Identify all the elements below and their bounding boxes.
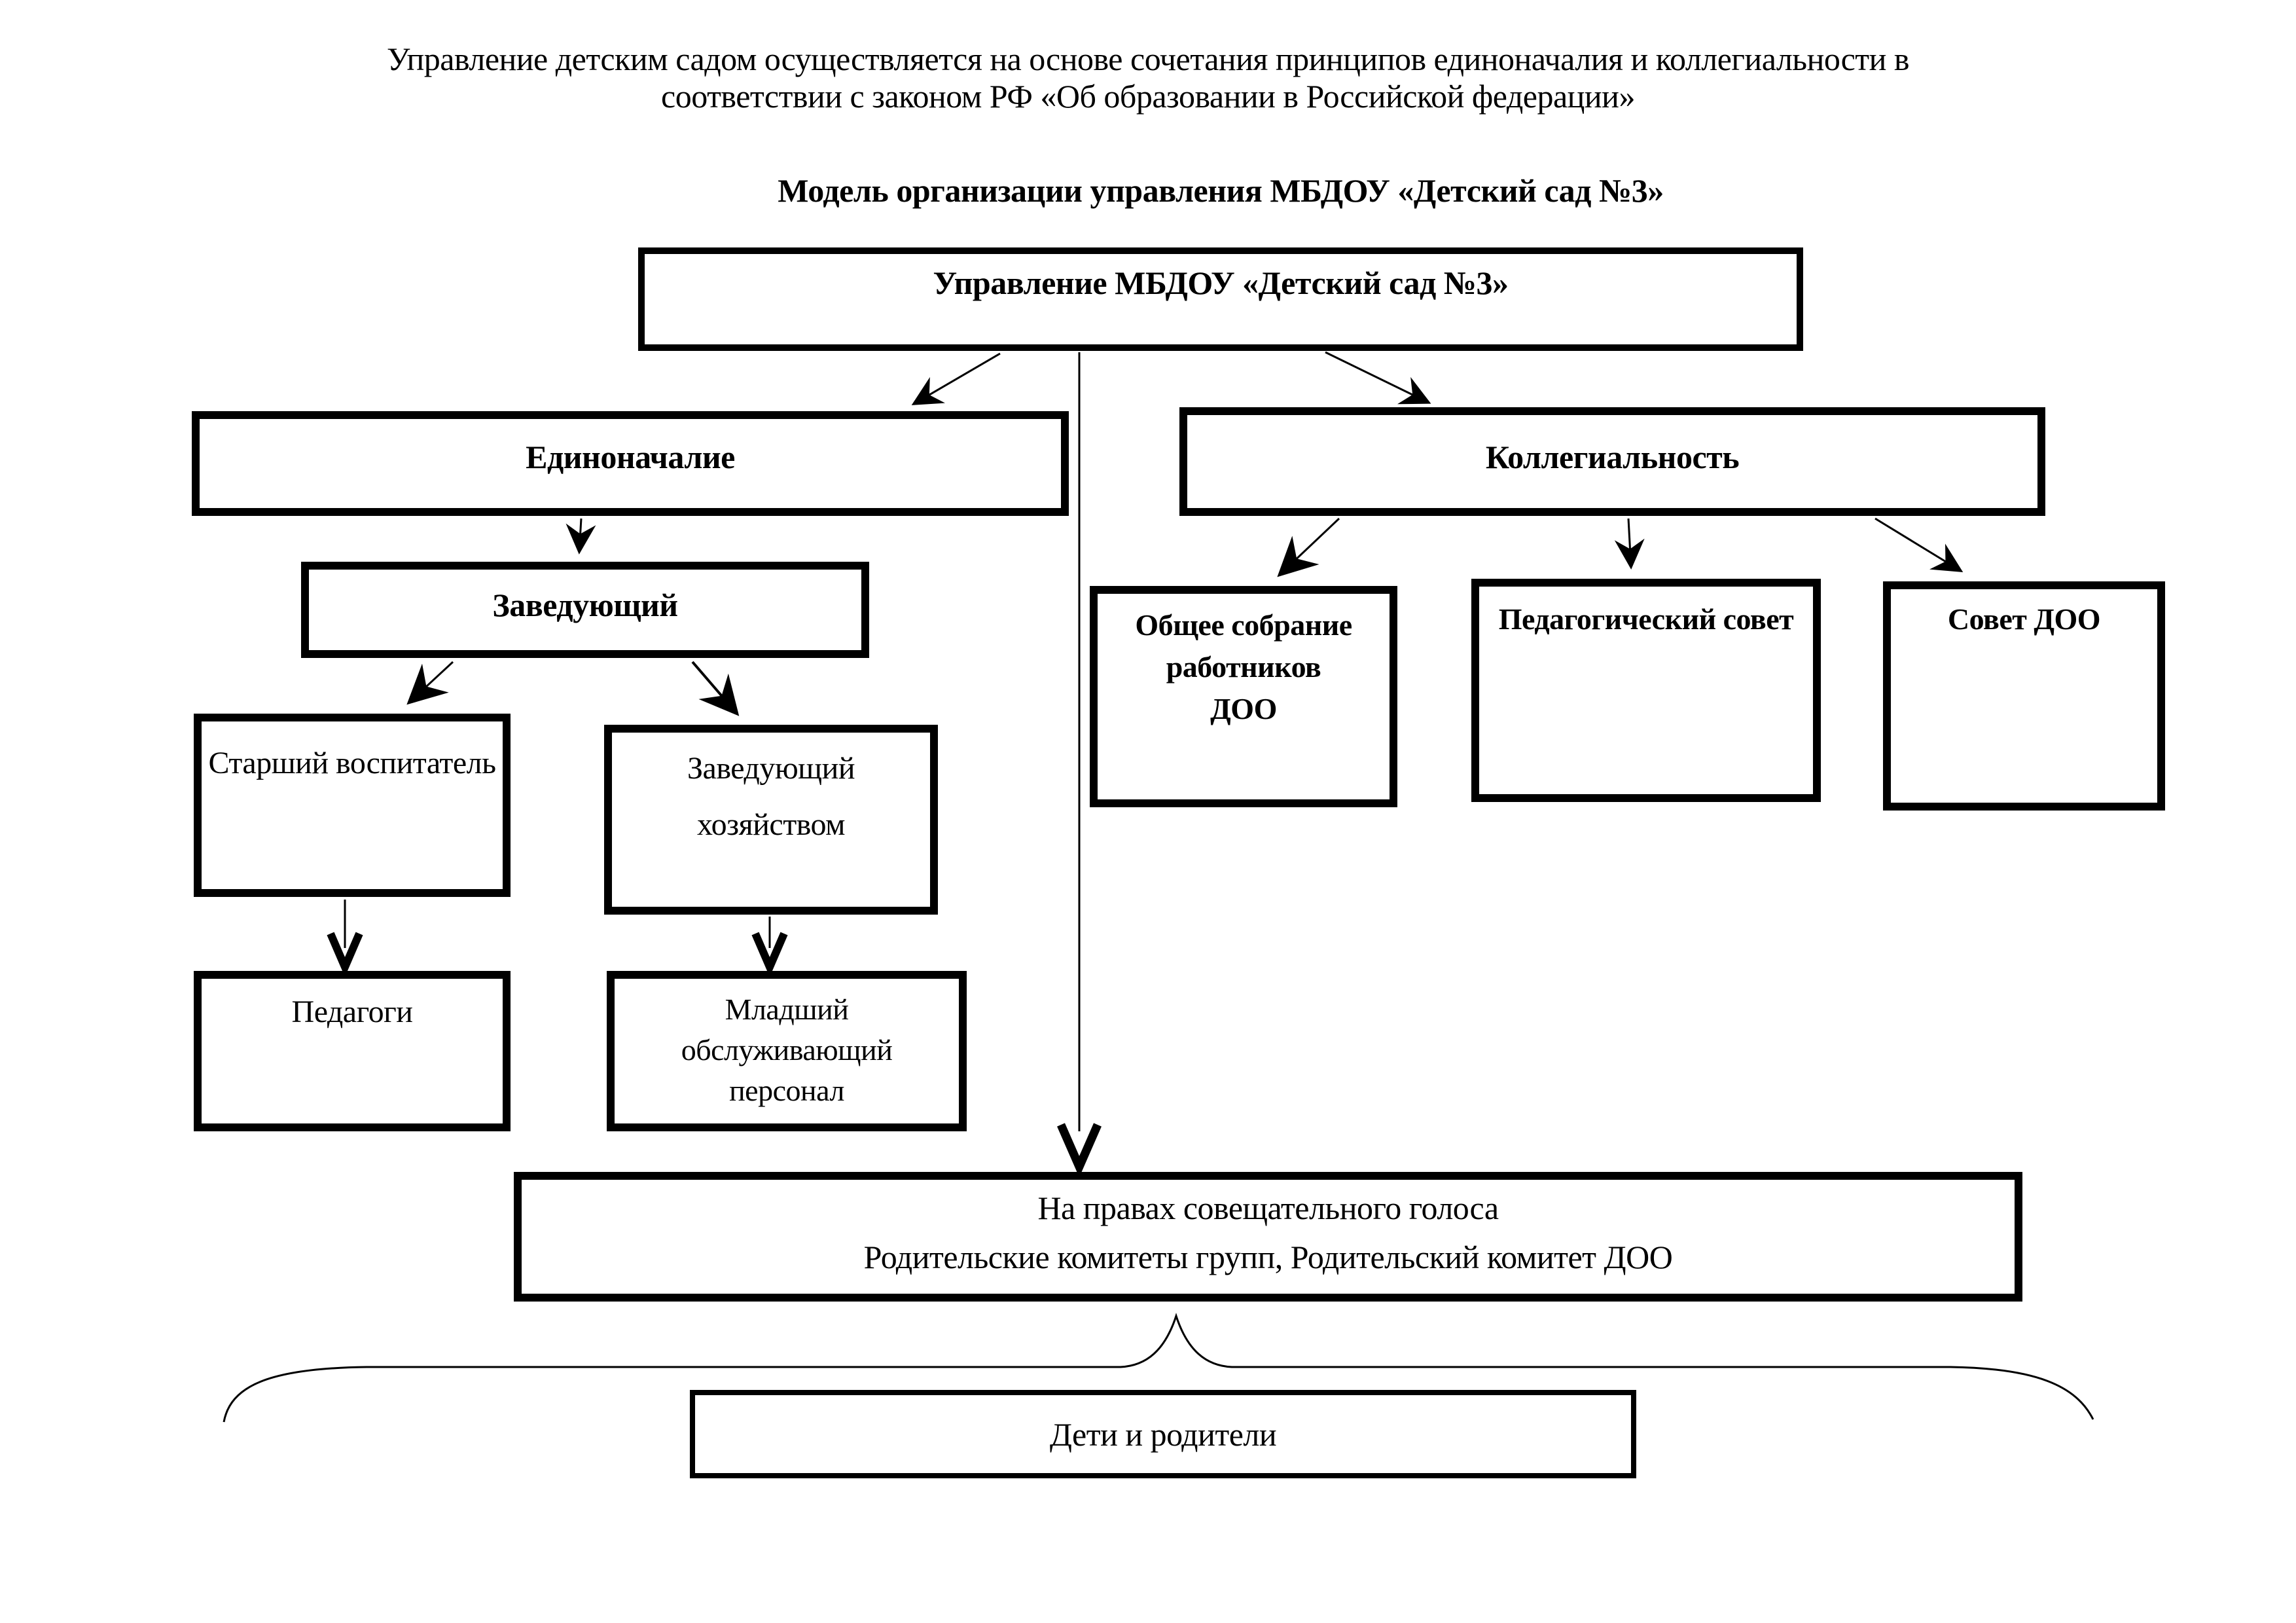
node-roditelskie-line-2: Родительские комитеты групп, Родительски… [863, 1239, 1673, 1275]
node-sovet-doo-label: Совет ДОО [1947, 602, 2101, 636]
node-edinonachalie-label: Единоначалие [526, 439, 735, 475]
node-starshiy-vospitatel-label: Старший воспитатель [208, 746, 496, 780]
connector-management-kollegialnost [1325, 351, 1431, 405]
node-roditelskie-line-1: На правах совещательного голоса [1037, 1190, 1499, 1226]
arrowhead-mladshiy [751, 932, 788, 977]
node-mladshiy-personal: Младший обслуживающий персонал [607, 971, 967, 1131]
connector-edinonachalie-zaveduyushchiy [565, 518, 596, 555]
node-zaveduyushchiy-label: Заведующий [492, 587, 678, 623]
connector-management-edinonachalie [911, 352, 1001, 405]
arrowhead-roditelskie [1057, 1123, 1102, 1178]
intro-line-2: соответствии с законом РФ «Об образовани… [661, 78, 1635, 115]
connector-kollegialnost-sovetdoo [1874, 517, 1964, 572]
node-zav-khozyaystvom-label: Заведующий хозяйством [687, 751, 855, 842]
node-pedsovet-label: Педагогический совет [1498, 602, 1794, 636]
node-deti-i-roditeli-label: Дети и родители [1049, 1416, 1277, 1453]
connector-zaveduyushchiy-starshiy [406, 661, 454, 705]
node-management: Управление МБДОУ «Детский сад №3» [638, 247, 1803, 351]
node-roditelskie-komitety: На правах совещательного голоса Родитель… [514, 1172, 2022, 1302]
node-obshchee-sobranie: Общее собрание работников ДОО [1090, 586, 1397, 807]
node-obshchee-sobranie-label: Общее собрание работников ДОО [1135, 608, 1352, 725]
node-pedagogi-label: Педагоги [291, 994, 413, 1029]
connector-zaveduyushchiy-zavhoz [691, 661, 740, 716]
node-zaveduyushchiy: Заведующий [301, 562, 869, 658]
node-starshiy-vospitatel: Старший воспитатель [194, 714, 511, 897]
diagram-title: Модель организации управления МБДОУ «Дет… [778, 172, 1664, 209]
connector-kollegialnost-obshchee [1277, 517, 1340, 577]
node-edinonachalie: Единоначалие [192, 411, 1069, 516]
connector-kollegialnost-pedsovet [1614, 518, 1645, 570]
node-pedsovet: Педагогический совет [1471, 579, 1821, 802]
node-kollegialnost-label: Коллегиальность [1485, 439, 1740, 475]
arrowhead-pedagogi [327, 932, 363, 977]
node-management-label: Управление МБДОУ «Детский сад №3» [933, 264, 1509, 301]
intro-line-1: Управление детским садом осуществляется … [386, 41, 1910, 77]
node-pedagogi: Педагоги [194, 971, 511, 1131]
intro-paragraph: Управление детским садом осуществляется … [0, 41, 2296, 115]
node-zav-khozyaystvom: Заведующий хозяйством [604, 725, 938, 915]
node-sovet-doo: Совет ДОО [1883, 581, 2165, 811]
node-deti-i-roditeli: Дети и родители [690, 1390, 1636, 1478]
node-mladshiy-personal-label: Младший обслуживающий персонал [681, 993, 893, 1107]
node-kollegialnost: Коллегиальность [1179, 407, 2045, 516]
